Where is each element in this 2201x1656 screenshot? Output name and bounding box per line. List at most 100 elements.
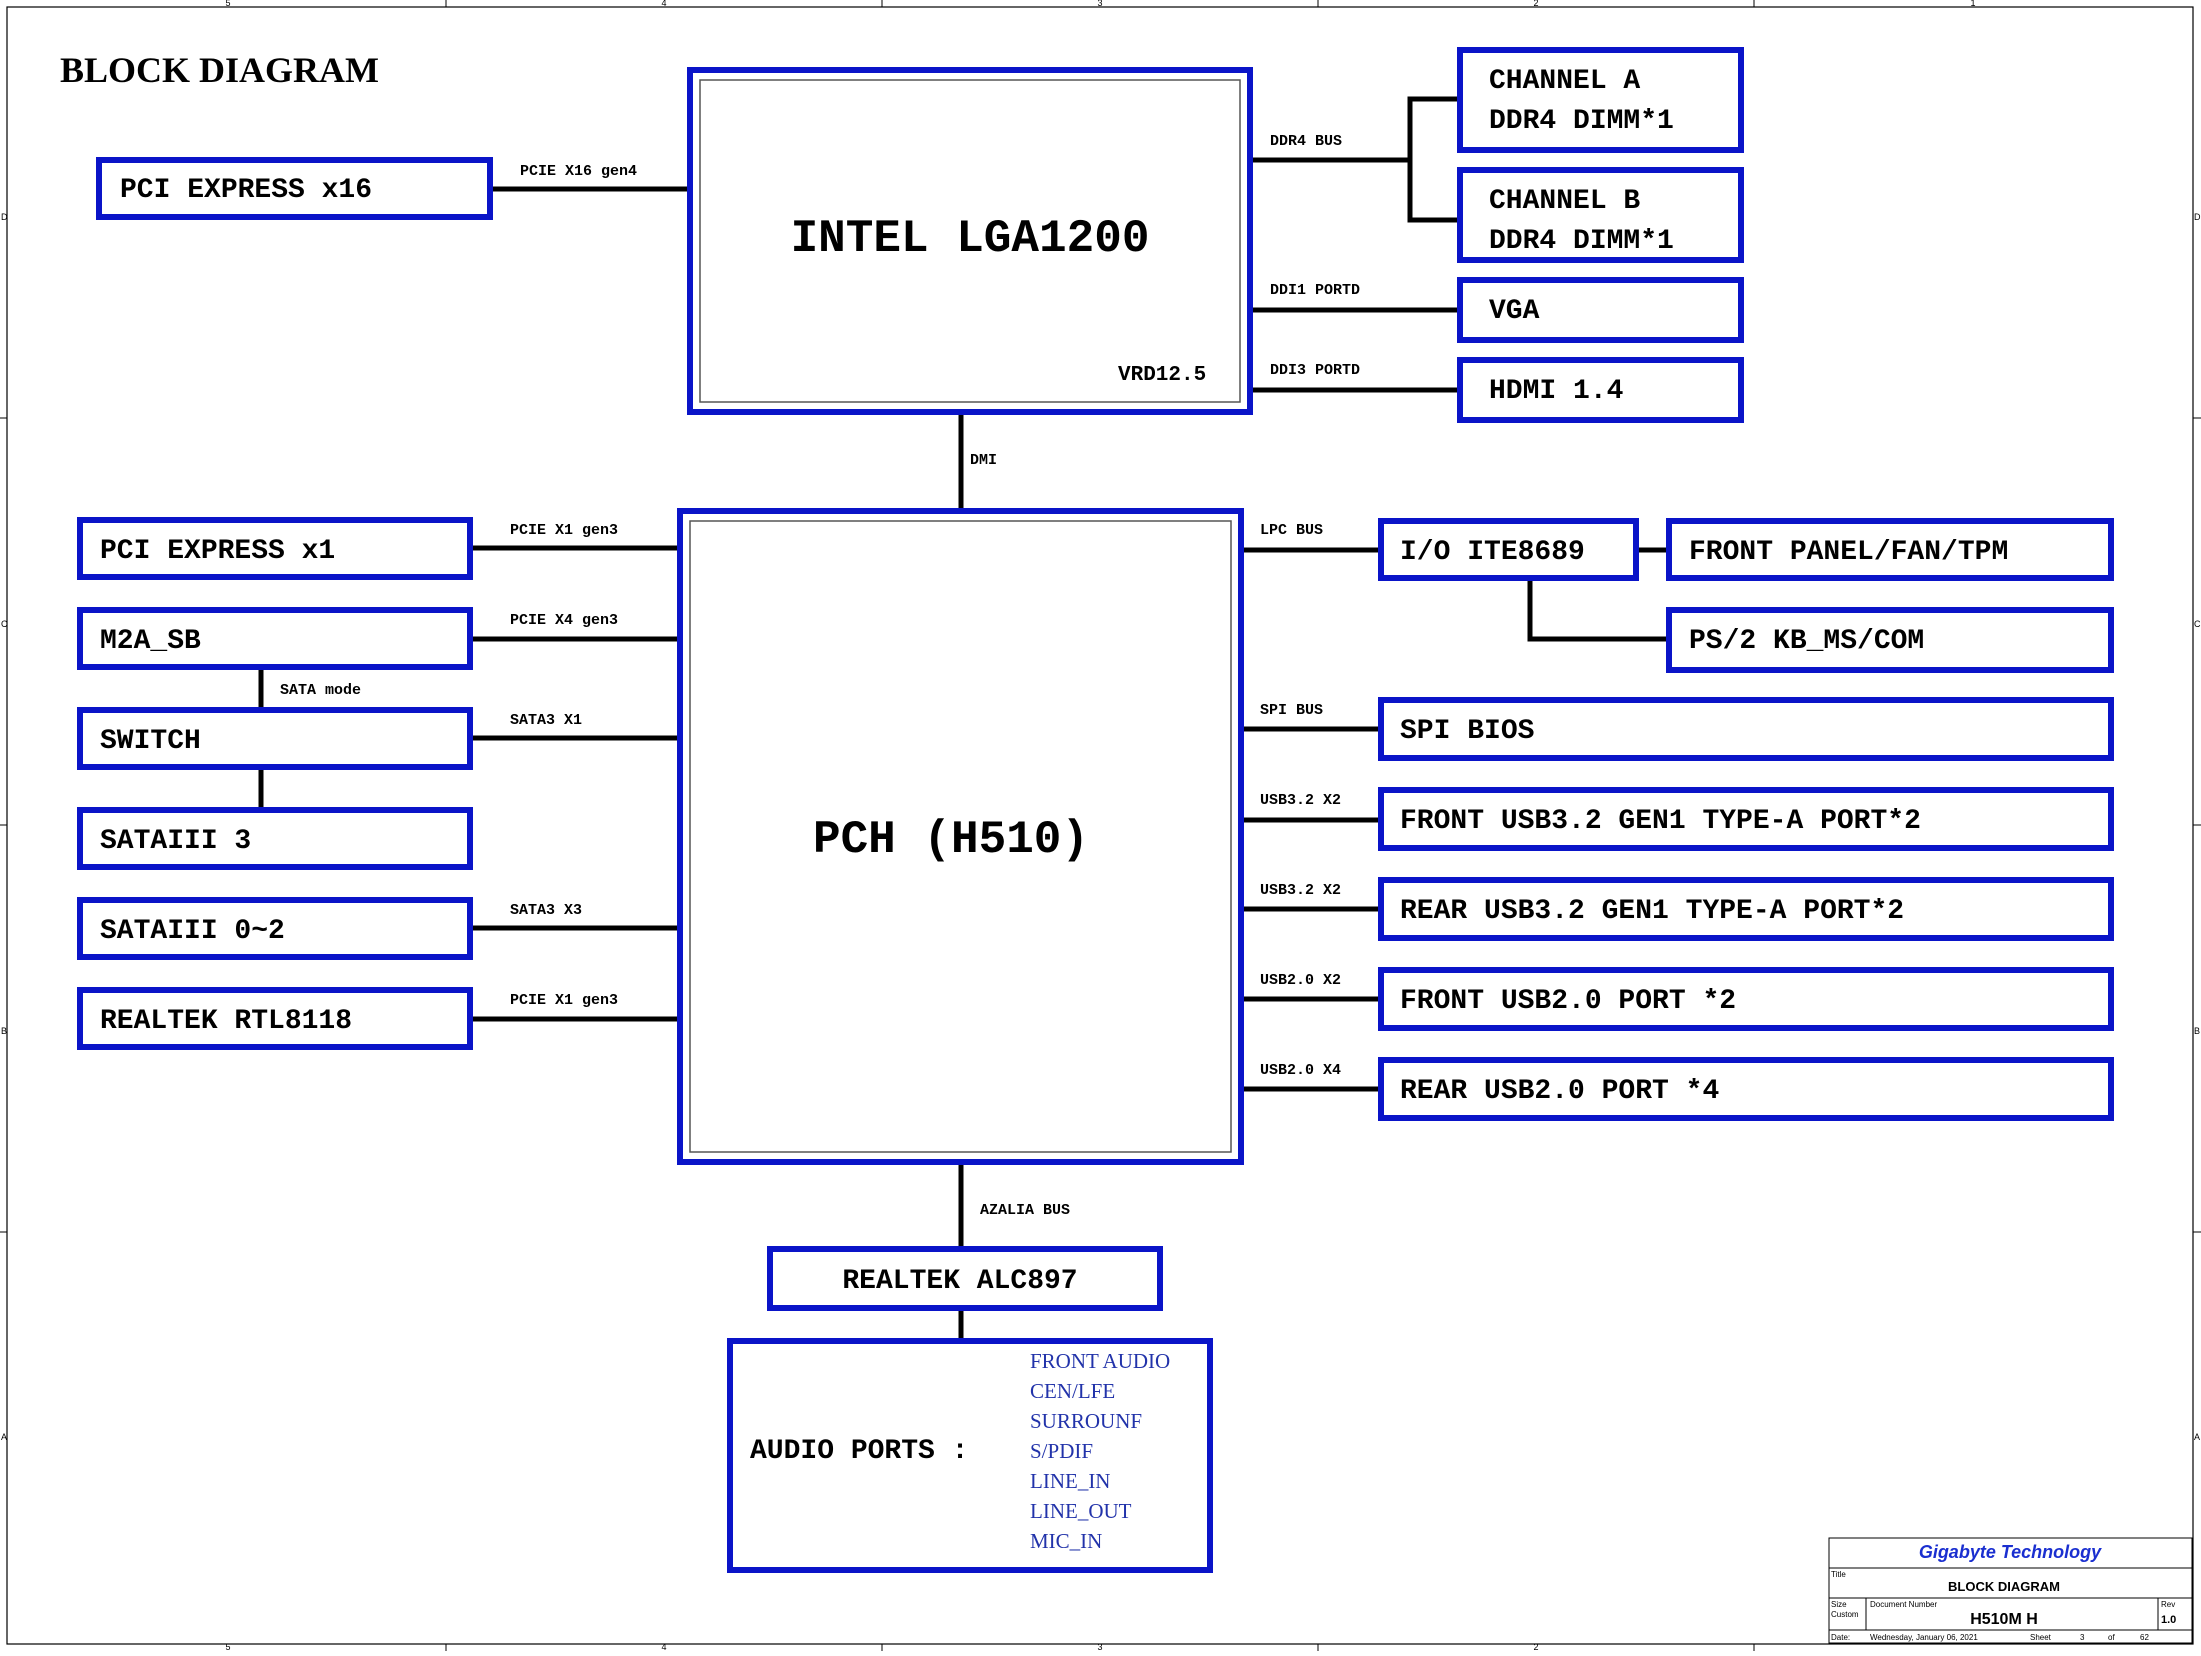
channel-b-dimm-label: DDR4 DIMM*1 [1489,226,1674,257]
bus-label-sata3-x1: SATA3 X1 [510,712,582,729]
io-ite8689-label: I/O ITE8689 [1400,537,1585,568]
title-caption: Title [1831,1570,1846,1579]
channel-a-label: CHANNEL A [1489,66,1640,97]
vga-block: VGA [1457,277,1744,343]
realtek-alc897-block: REALTEK ALC897 [767,1246,1163,1311]
pci-express-x16-block: PCI EXPRESS x16 [96,157,493,220]
col-num-bottom: 4 [661,1642,666,1651]
company-name: Gigabyte Technology [1919,1542,2102,1562]
row-letter-right: A [2194,1432,2200,1442]
bus-label-usb20-a: USB2.0 X2 [1260,972,1341,989]
bus-label-ddi1: DDI1 PORTD [1270,282,1360,299]
bus-labels: PCIE X16 gen4 DDR4 BUS DDI1 PORTD DDI3 P… [280,133,1360,1219]
cpu-label: INTEL LGA1200 [791,213,1150,265]
pch-label: PCH (H510) [813,814,1089,866]
audio-item: LINE_OUT [1030,1499,1132,1523]
front-usb20-block: FRONT USB2.0 PORT *2 [1378,967,2114,1031]
row-letter-left: D [1,212,8,222]
sataiii-0-2-label: SATAIII 0~2 [100,916,285,947]
audio-item: S/PDIF [1030,1439,1093,1463]
rear-usb32-block: REAR USB3.2 GEN1 TYPE-A PORT*2 [1378,877,2114,941]
col-num-top: 1 [1970,0,1975,8]
of-caption: of [2108,1633,2115,1642]
sheet-number: 3 [2080,1633,2085,1642]
realtek-rtl8118-label: REALTEK RTL8118 [100,1006,352,1037]
bus-label-pcie-x4: PCIE X4 gen3 [510,612,618,629]
spi-bios-label: SPI BIOS [1400,716,1534,747]
pci-express-x1-block: PCI EXPRESS x1 [77,517,473,580]
front-panel-label: FRONT PANEL/FAN/TPM [1689,537,2008,568]
channel-a-block: CHANNEL A DDR4 DIMM*1 [1457,47,1744,153]
bus-label-usb32-b: USB3.2 X2 [1260,882,1341,899]
audio-item: CEN/LFE [1030,1379,1115,1403]
rear-usb20-block: REAR USB2.0 PORT *4 [1378,1057,2114,1121]
rev-caption: Rev [2161,1600,2175,1609]
row-letter-right: B [2194,1026,2200,1036]
audio-item: FRONT AUDIO [1030,1349,1170,1373]
bus-label-sata-mode: SATA mode [280,682,361,699]
channel-a-dimm-label: DDR4 DIMM*1 [1489,106,1674,137]
sheet-title: BLOCK DIAGRAM [1948,1579,2060,1594]
sheet-total: 62 [2140,1633,2149,1642]
vga-label: VGA [1489,296,1540,327]
title-block: Gigabyte Technology Title BLOCK DIAGRAM … [1828,1537,2193,1644]
bus-label-sata3-x3: SATA3 X3 [510,902,582,919]
switch-block: SWITCH [77,707,473,770]
audio-item: SURROUNF [1030,1409,1142,1433]
bus-label-spi: SPI BUS [1260,702,1323,719]
channel-b-block: CHANNEL B DDR4 DIMM*1 [1457,167,1744,263]
col-num-bottom: 3 [1097,1642,1102,1651]
row-letter-right: C [2194,619,2201,629]
doc-number: H510M H [1970,1611,2038,1628]
hdmi-block: HDMI 1.4 [1457,357,1744,423]
realtek-alc897-label: REALTEK ALC897 [842,1266,1077,1297]
io-ite8689-block: I/O ITE8689 [1378,518,1639,581]
diagram-title: BLOCK DIAGRAM [60,50,379,90]
spi-bios-block: SPI BIOS [1378,697,2114,761]
col-num-top: 2 [1533,0,1538,8]
date-caption: Date: [1831,1633,1850,1642]
audio-item: MIC_IN [1030,1529,1102,1553]
sataiii-3-label: SATAIII 3 [100,826,251,857]
sataiii-0-2-block: SATAIII 0~2 [77,897,473,960]
col-num-top: 4 [661,0,666,8]
front-usb32-block: FRONT USB3.2 GEN1 TYPE-A PORT*2 [1378,787,2114,851]
col-num-bottom: 5 [225,1642,230,1651]
front-usb32-label: FRONT USB3.2 GEN1 TYPE-A PORT*2 [1400,806,1921,837]
size-caption: Size [1831,1600,1847,1609]
bus-label-dmi: DMI [970,452,997,469]
col-num-bottom: 2 [1533,1642,1538,1651]
bus-label-azalia: AZALIA BUS [980,1202,1070,1219]
hdmi-label: HDMI 1.4 [1489,376,1623,407]
bus-label-ddi3: DDI3 PORTD [1270,362,1360,379]
col-num-top: 3 [1097,0,1102,8]
realtek-rtl8118-block: REALTEK RTL8118 [77,987,473,1050]
rear-usb20-label: REAR USB2.0 PORT *4 [1400,1076,1719,1107]
audio-ports-block: AUDIO PORTS : FRONT AUDIO CEN/LFE SURROU… [727,1338,1213,1573]
rear-usb32-label: REAR USB3.2 GEN1 TYPE-A PORT*2 [1400,896,1904,927]
row-letter-left: B [1,1026,7,1036]
rev-value: 1.0 [2161,1614,2176,1626]
row-letter-left: C [1,619,8,629]
row-letter-left: A [1,1432,7,1442]
audio-item: LINE_IN [1030,1469,1110,1493]
switch-label: SWITCH [100,726,201,757]
front-usb20-label: FRONT USB2.0 PORT *2 [1400,986,1736,1017]
col-num-top: 5 [225,0,230,8]
front-panel-block: FRONT PANEL/FAN/TPM [1666,518,2114,581]
sheet-caption: Sheet [2030,1633,2052,1642]
pch-block: PCH (H510) [677,508,1244,1165]
pci-express-x1-label: PCI EXPRESS x1 [100,536,335,567]
vrd-label: VRD12.5 [1118,364,1206,387]
date-value: Wednesday, January 06, 2021 [1870,1633,1978,1642]
channel-b-label: CHANNEL B [1489,186,1640,217]
row-letter-right: D [2194,212,2201,222]
bus-label-pcie-x1-b: PCIE X1 gen3 [510,992,618,1009]
m2a-sb-label: M2A_SB [100,626,201,657]
size-value: Custom [1831,1610,1859,1619]
bus-label-ddr4: DDR4 BUS [1270,133,1342,150]
ps2-label: PS/2 KB_MS/COM [1689,626,1924,657]
